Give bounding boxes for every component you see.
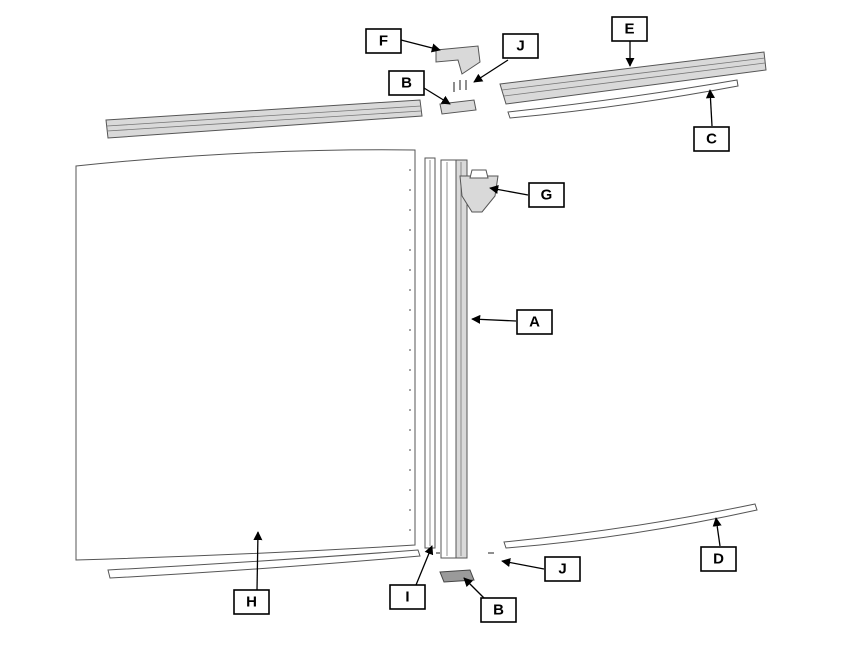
wall-panel-holes	[409, 169, 411, 531]
connector-strip	[424, 157, 436, 549]
top-cap	[435, 45, 481, 75]
arrow-A	[471, 314, 517, 324]
svg-text:H: H	[246, 594, 257, 611]
arrow-G	[489, 185, 529, 196]
svg-text:E: E	[624, 21, 634, 38]
top-rail	[499, 51, 767, 105]
upright-cap-bracket	[459, 169, 499, 213]
callout-J-top: J	[502, 33, 539, 59]
bottom-plate	[439, 569, 475, 583]
arrow-I	[415, 545, 434, 586]
arrow-F	[400, 39, 441, 53]
callout-J-bottom: J	[544, 556, 581, 582]
svg-text:J: J	[516, 38, 524, 55]
top-rail-stabilizer	[507, 79, 739, 119]
svg-text:G: G	[541, 187, 553, 204]
callout-D: D	[700, 546, 737, 572]
callout-E: E	[611, 16, 648, 42]
svg-text:C: C	[706, 131, 717, 148]
wall-panel	[75, 149, 416, 561]
callout-B-top: B	[388, 70, 425, 96]
arrow-H	[253, 531, 263, 591]
callout-B-bottom: B	[480, 597, 517, 623]
svg-text:D: D	[713, 551, 724, 568]
bottom-rail	[503, 503, 758, 549]
arrow-C	[705, 89, 715, 127]
arrow-B-top	[423, 87, 451, 105]
svg-text:B: B	[493, 602, 504, 619]
arrow-B-bottom	[463, 577, 485, 599]
svg-text:B: B	[401, 75, 412, 92]
callout-G: G	[528, 182, 565, 208]
arrow-J-bottom	[501, 558, 545, 570]
callout-H: H	[233, 589, 270, 615]
callout-I: I	[389, 584, 426, 610]
callout-C: C	[693, 126, 730, 152]
svg-text:F: F	[379, 33, 388, 50]
top-rail-left	[105, 99, 423, 139]
upright	[440, 159, 468, 559]
bottom-rail-left	[107, 549, 421, 579]
svg-text:A: A	[529, 314, 540, 331]
callout-F: F	[365, 28, 402, 54]
top-plate	[439, 99, 477, 115]
arrow-J-top	[473, 59, 509, 83]
screws-top	[453, 80, 467, 92]
arrow-D	[712, 517, 722, 547]
svg-text:J: J	[558, 561, 566, 578]
callout-A: A	[516, 309, 553, 335]
svg-text:I: I	[405, 589, 409, 606]
